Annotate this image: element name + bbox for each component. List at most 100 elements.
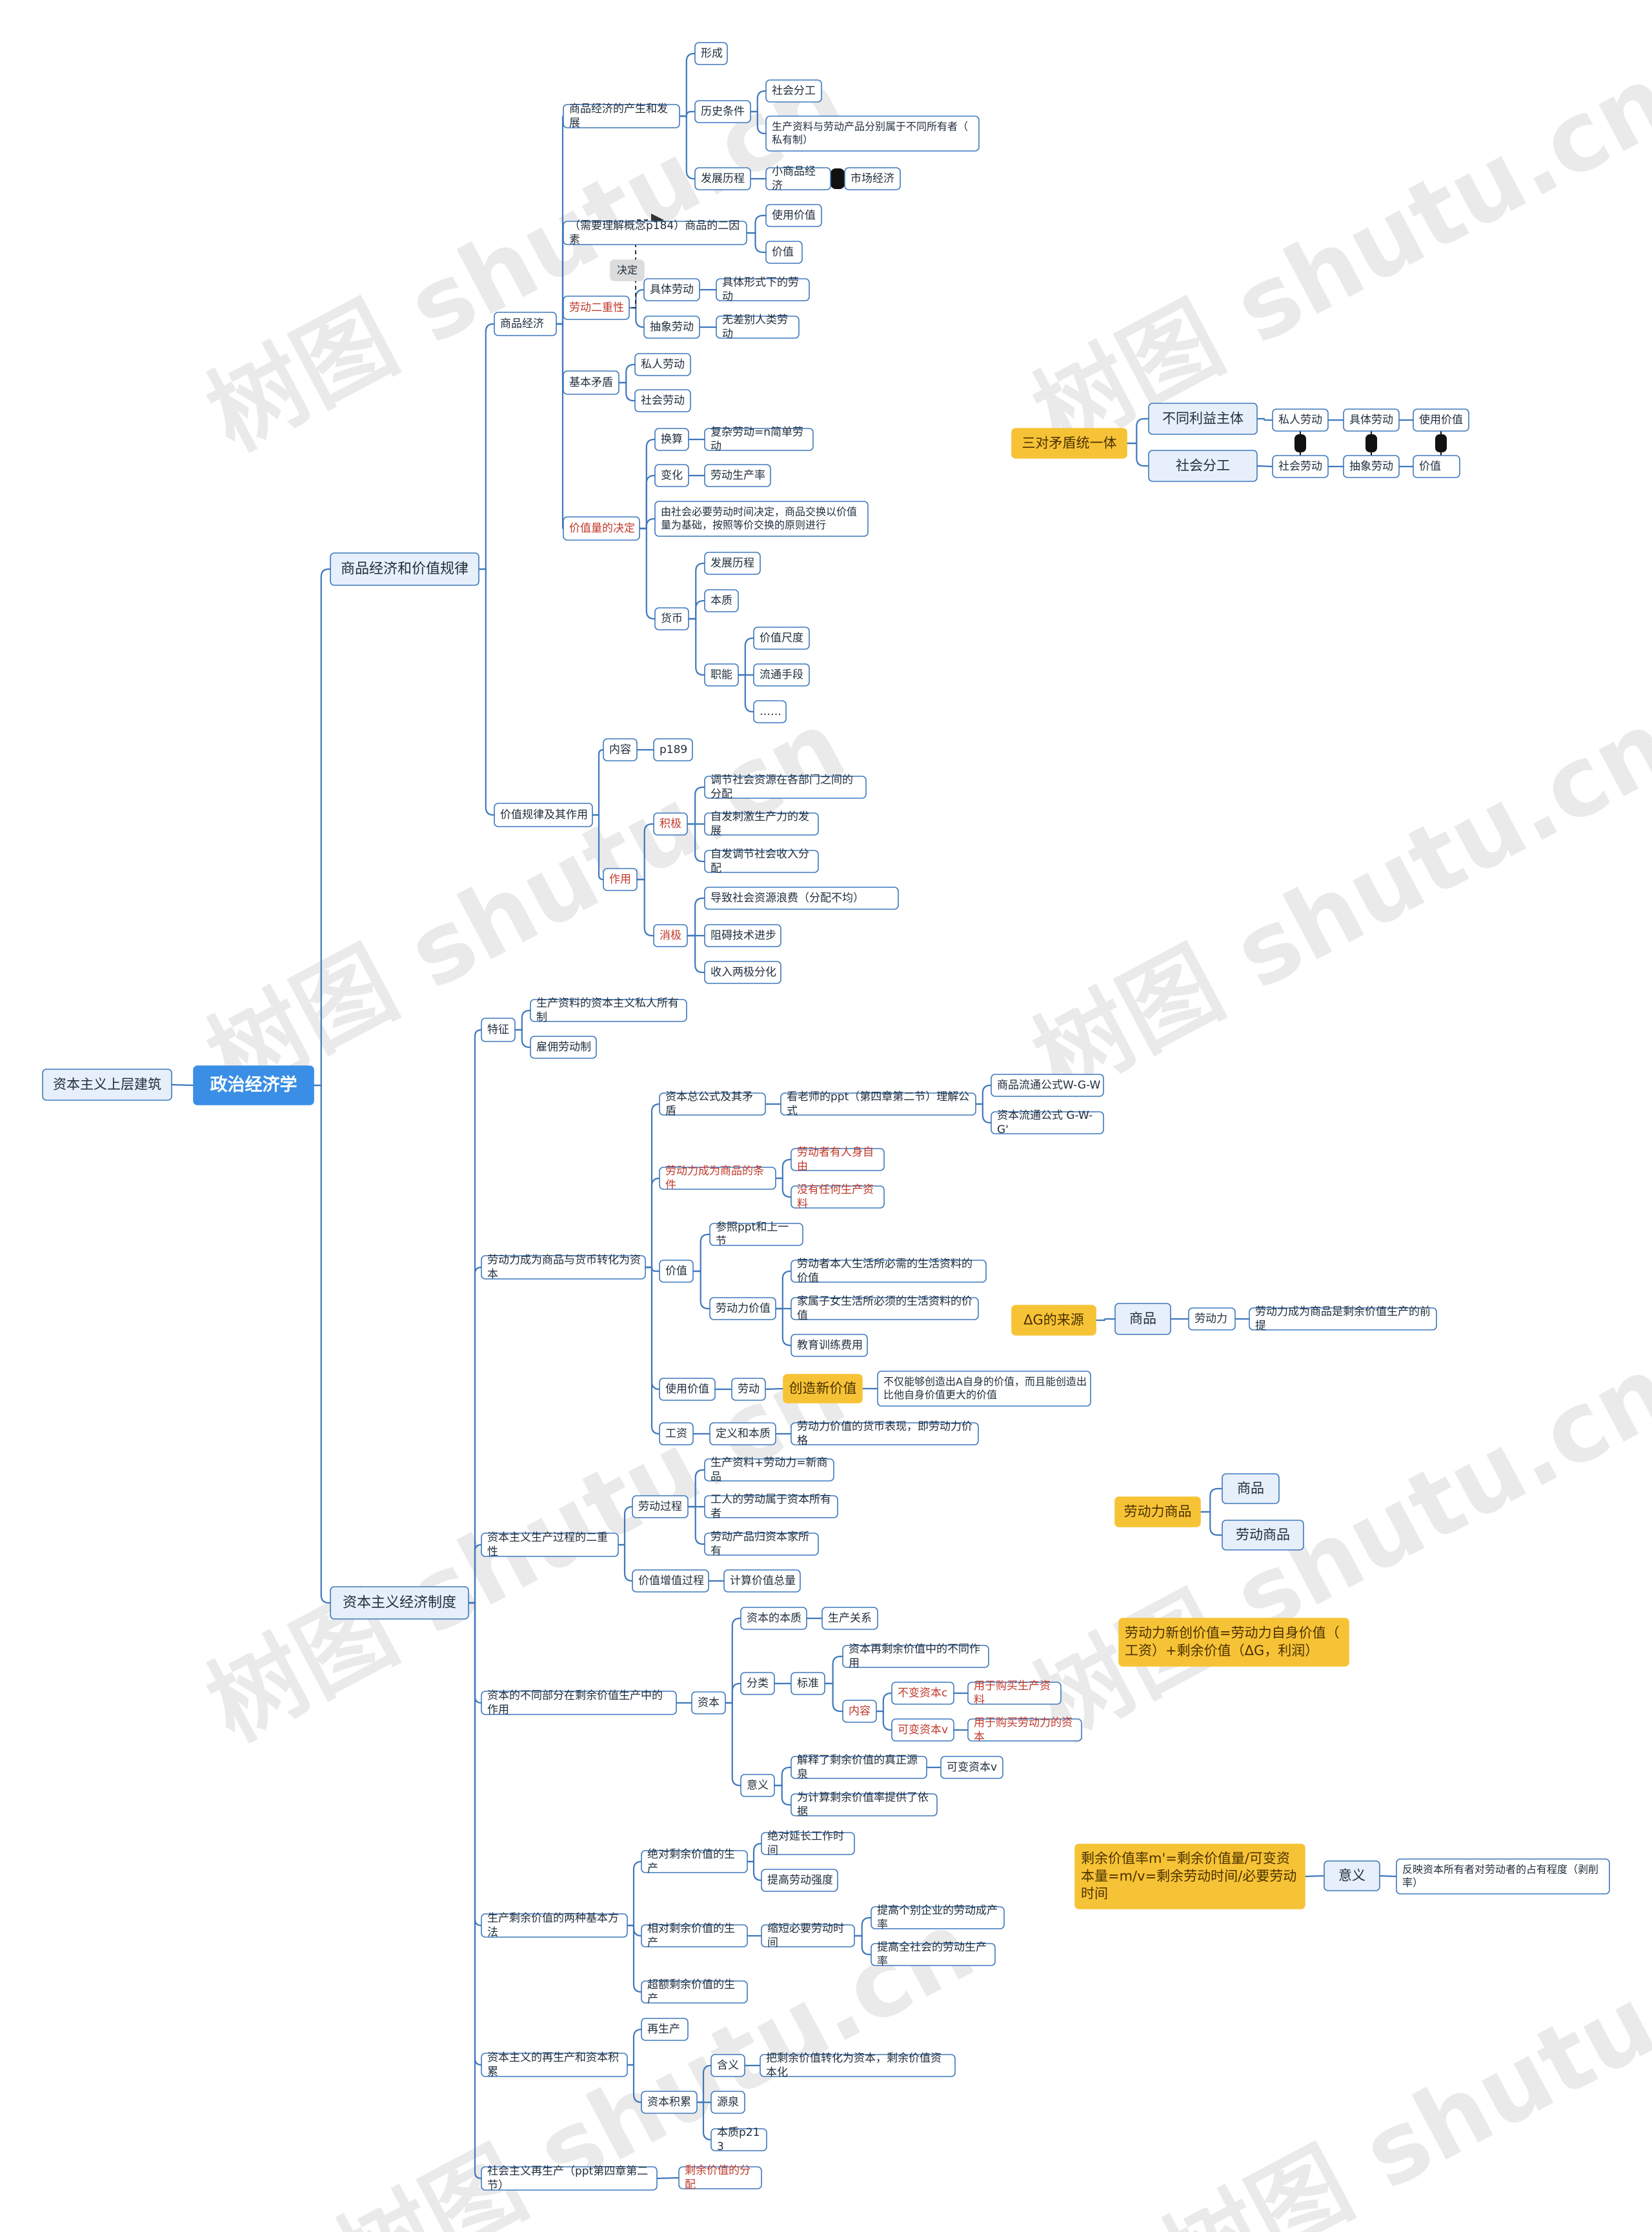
mindmap-node[interactable]: 提高劳动强度 bbox=[761, 1869, 838, 1892]
mindmap-node[interactable]: 创造新价值 bbox=[783, 1374, 863, 1403]
mindmap-node[interactable]: 发展历程 bbox=[704, 552, 761, 575]
mindmap-node[interactable]: 社会分工 bbox=[765, 79, 822, 103]
mindmap-node[interactable]: 资本积累 bbox=[641, 2091, 698, 2114]
mindmap-node[interactable]: 三对矛盾统一体 bbox=[1011, 428, 1127, 459]
mindmap-node[interactable]: 可变资本v bbox=[940, 1756, 1003, 1779]
mindmap-node[interactable]: 定义和本质 bbox=[709, 1422, 776, 1445]
mindmap-node[interactable]: 含义 bbox=[710, 2054, 745, 2077]
mindmap-node[interactable]: 阻碍技术进步 bbox=[704, 924, 781, 947]
mindmap-node[interactable]: 职能 bbox=[704, 663, 739, 687]
mindmap-node[interactable]: 具体劳动 bbox=[643, 278, 700, 301]
mindmap-node[interactable]: 劳动力商品 bbox=[1114, 1496, 1201, 1527]
mindmap-node[interactable]: 发展历程 bbox=[694, 167, 751, 190]
mindmap-node[interactable]: 价值规律及其作用 bbox=[494, 803, 593, 827]
mindmap-node[interactable]: 特征 bbox=[481, 1018, 516, 1042]
mindmap-node[interactable]: 具体劳动 bbox=[1343, 408, 1400, 432]
mindmap-node[interactable]: 商品经济 bbox=[494, 312, 557, 336]
mindmap-node[interactable]: 市场经济 bbox=[844, 167, 901, 190]
mindmap-node[interactable]: 社会劳动 bbox=[634, 389, 691, 412]
mindmap-node[interactable]: 价值 bbox=[659, 1260, 694, 1283]
mindmap-node[interactable]: p189 bbox=[653, 738, 693, 761]
mindmap-node[interactable]: 资本 bbox=[691, 1691, 726, 1714]
mindmap-node[interactable]: 私人劳动 bbox=[634, 353, 691, 376]
mindmap-node[interactable]: 意义 bbox=[1324, 1860, 1380, 1891]
mindmap-node[interactable]: 货币 bbox=[654, 607, 689, 630]
mindmap-node[interactable]: 商品经济和价值规律 bbox=[330, 552, 479, 586]
mindmap-node[interactable]: 商品 bbox=[1222, 1473, 1280, 1504]
mindmap-node[interactable]: 私人劳动 bbox=[1272, 408, 1329, 432]
mindmap-node[interactable]: 生产资料+劳动力=新商品 bbox=[704, 1456, 834, 1483]
mindmap-node[interactable]: 导致社会资源浪费（分配不均） bbox=[704, 887, 899, 910]
mindmap-node[interactable]: 资本的本质 bbox=[740, 1607, 807, 1630]
mindmap-node[interactable]: 价值 bbox=[1413, 455, 1460, 478]
mindmap-node[interactable]: 使用价值 bbox=[765, 204, 822, 227]
mindmap-node[interactable]: 抽象劳动 bbox=[1343, 455, 1400, 478]
mindmap-node[interactable]: 资本流通公式 G-W-G' bbox=[991, 1109, 1104, 1136]
mindmap-node[interactable]: 社会分工 bbox=[1148, 450, 1258, 482]
mindmap-node[interactable]: 价值 bbox=[765, 241, 803, 264]
mindmap-node[interactable]: 资本主义经济制度 bbox=[330, 1586, 469, 1620]
mindmap-node[interactable]: 形成 bbox=[694, 42, 728, 65]
mindmap-node[interactable]: 社会劳动 bbox=[1272, 455, 1329, 478]
mindmap-node[interactable]: 作用 bbox=[603, 868, 638, 891]
mindmap-node[interactable]: 流通手段 bbox=[753, 663, 810, 687]
mindmap-node[interactable]: 不变资本c bbox=[891, 1682, 954, 1705]
mindmap-node[interactable]: 商品流通公式W-G-W bbox=[991, 1074, 1104, 1097]
mindmap-node[interactable]: 换算 bbox=[654, 428, 689, 451]
mindmap-node[interactable]: …… bbox=[753, 700, 787, 723]
mindmap-node[interactable]: 变化 bbox=[654, 464, 689, 487]
mindmap-node[interactable]: 价值增值过程 bbox=[632, 1569, 709, 1593]
mindmap-node[interactable]: 政治经济学 bbox=[193, 1065, 314, 1105]
mindmap-node[interactable]: 价值量的决定 bbox=[563, 516, 640, 541]
mindmap-node[interactable]: 内容 bbox=[842, 1700, 877, 1723]
mindmap-node[interactable]: 使用价值 bbox=[1413, 408, 1469, 432]
mindmap-node[interactable]: 积极 bbox=[653, 812, 688, 836]
mindmap-node[interactable]: ΔG的来源 bbox=[1011, 1305, 1096, 1336]
mindmap-node[interactable]: 基本矛盾 bbox=[563, 370, 620, 395]
mindmap-node[interactable]: 价值尺度 bbox=[753, 627, 810, 650]
mindmap-node[interactable]: 劳动力价值 bbox=[709, 1297, 776, 1320]
mindmap-node[interactable]: 计算价值总量 bbox=[723, 1569, 801, 1593]
mindmap-node[interactable]: 劳动力 bbox=[1188, 1307, 1236, 1331]
mindmap-node[interactable]: 劳动二重性 bbox=[563, 296, 630, 320]
mindmap-node[interactable]: 抽象劳动 bbox=[643, 316, 700, 339]
mindmap-node[interactable]: 源泉 bbox=[710, 2091, 745, 2114]
mindmap-node[interactable]: 可变资本v bbox=[891, 1718, 954, 1742]
